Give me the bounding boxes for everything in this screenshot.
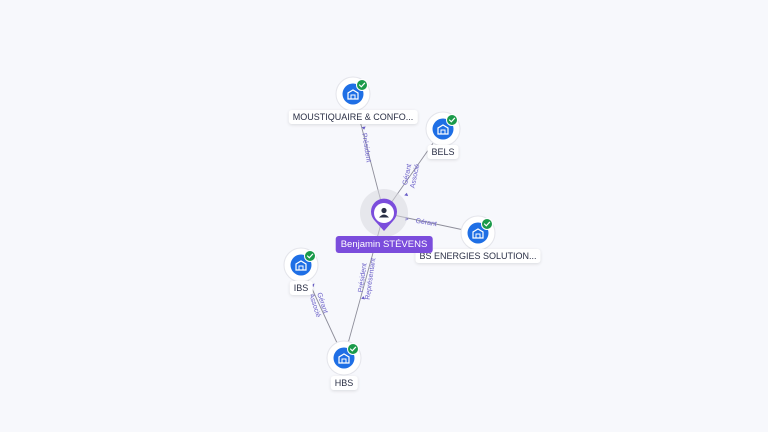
person-name-label[interactable]: Benjamin STÉVENS xyxy=(335,236,433,253)
building-icon xyxy=(338,353,350,364)
edge-label: Président xyxy=(360,133,372,163)
check-icon xyxy=(481,218,493,230)
company-node-ibs[interactable] xyxy=(283,247,319,283)
edge-label: Gérant xyxy=(402,163,413,185)
edge-arrow-icon xyxy=(404,192,409,197)
company-label-ibs[interactable]: IBS xyxy=(289,281,313,295)
building-icon xyxy=(472,228,484,239)
company-label-bels[interactable]: BELS xyxy=(427,145,459,159)
check-icon xyxy=(446,114,458,126)
edge-arrow-icon xyxy=(361,296,366,300)
edge-label: Associé xyxy=(409,163,421,189)
building-icon xyxy=(295,260,307,271)
company-label-bs-energies[interactable]: BS ENERGIES SOLUTION... xyxy=(415,249,541,263)
check-icon xyxy=(347,343,359,355)
edge-label: Président xyxy=(358,263,369,293)
company-label-hbs[interactable]: HBS xyxy=(330,376,358,390)
company-node-bs-energies[interactable] xyxy=(460,215,496,251)
person-node[interactable] xyxy=(360,189,408,237)
building-icon xyxy=(437,124,449,135)
check-icon xyxy=(304,250,316,262)
edge-arrow-icon xyxy=(310,283,315,287)
company-node-bels[interactable] xyxy=(425,111,461,147)
edge-arrow-icon xyxy=(361,126,366,130)
building-icon xyxy=(347,89,359,100)
company-node-moustiquaire[interactable] xyxy=(335,76,371,112)
user-icon xyxy=(379,207,389,218)
company-label-moustiquaire[interactable]: MOUSTIQUAIRE & CONFO... xyxy=(288,110,418,124)
nodes-layer xyxy=(283,76,496,376)
edge-label-group-moustiquaire: Président xyxy=(360,126,372,163)
edge-label: Gérant xyxy=(415,218,437,228)
company-node-hbs[interactable] xyxy=(326,340,362,376)
check-icon xyxy=(356,79,368,91)
